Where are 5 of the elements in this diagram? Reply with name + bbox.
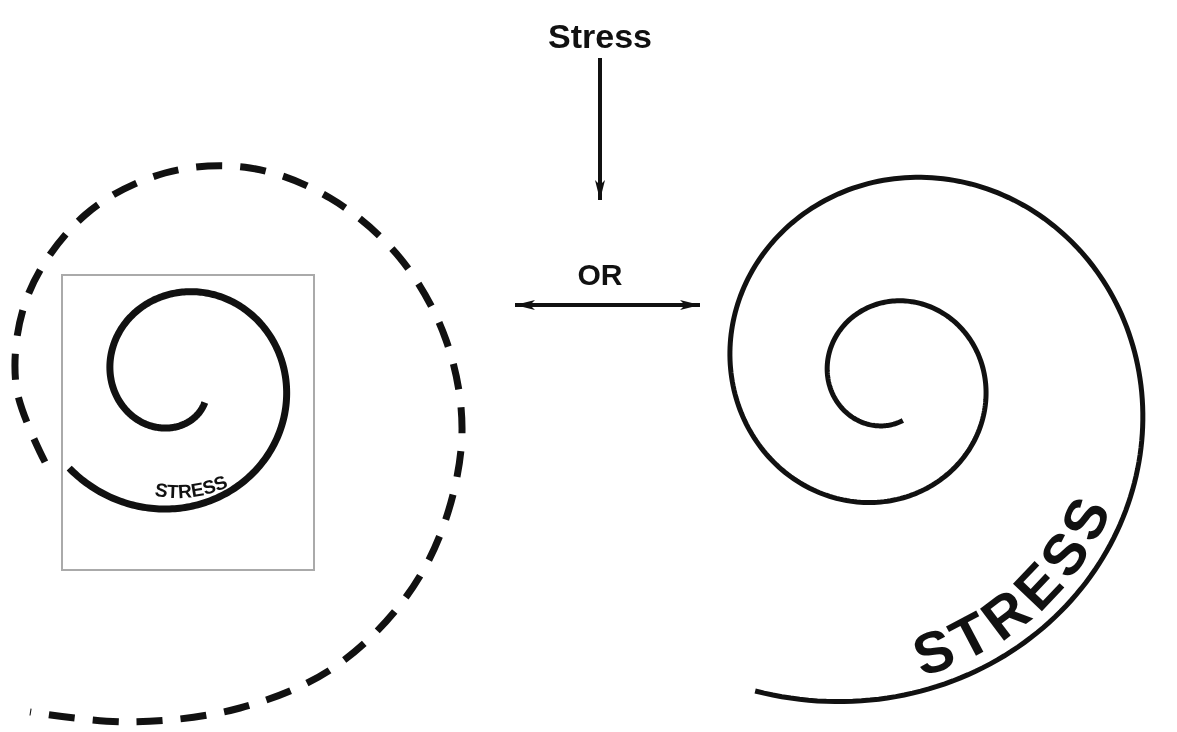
heading-text: OR [576,258,624,292]
heading-text: Stress [547,17,653,56]
arrow [595,58,605,200]
curved-label: STRESS [153,471,231,503]
arrow [515,300,700,310]
